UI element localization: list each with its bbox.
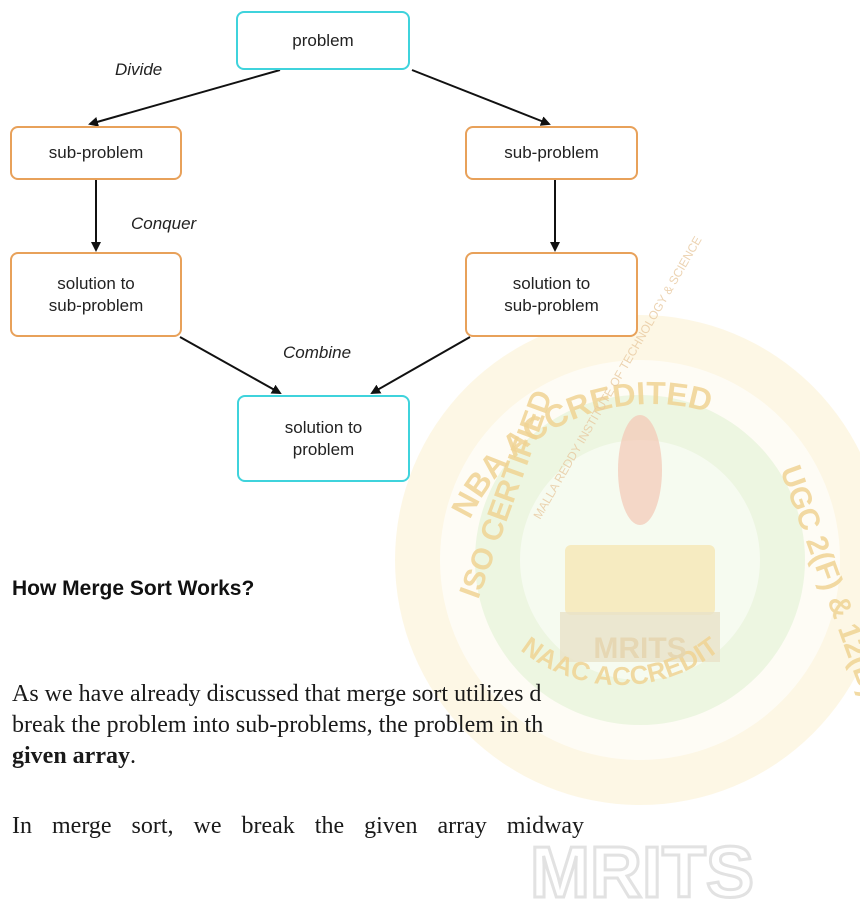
divide-and-conquer-diagram (88, 69, 560, 394)
node-sub-problem-right: sub-problem (465, 126, 638, 180)
node-solution-sub-left: solution to sub-problem (10, 252, 182, 337)
arrow-sol-left-to-final (179, 336, 282, 394)
watermark-big-text: MRITS (530, 833, 754, 902)
node-solution-problem: solution to problem (237, 395, 410, 482)
node-sub-problem-left: sub-problem (10, 126, 182, 180)
node-solution-sub-right: solution to sub-problem (465, 252, 638, 337)
paragraph-1-period: . (129, 743, 136, 769)
paragraph-1-line-2: break the problem into sub-problems, the… (12, 712, 544, 738)
arrow-problem-to-sub-right (411, 69, 551, 126)
arrow-sol-right-to-final (370, 336, 471, 394)
emphasis-given-array: given array (12, 743, 130, 769)
label-conquer: Conquer (131, 214, 197, 233)
node-problem: problem (236, 11, 410, 70)
watermark-logo-text: MRITS (593, 632, 686, 665)
arrow-problem-to-sub-left (88, 69, 281, 127)
paragraph-1-line-3: given array. (12, 743, 860, 770)
paragraph-1-line-1: As we have already discussed that merge … (12, 681, 542, 707)
section-heading: How Merge Sort Works? (12, 577, 255, 600)
label-divide: Divide (115, 60, 163, 79)
label-combine: Combine (283, 343, 352, 362)
paragraph-2-line-1: In merge sort, we break the given array … (12, 813, 585, 839)
